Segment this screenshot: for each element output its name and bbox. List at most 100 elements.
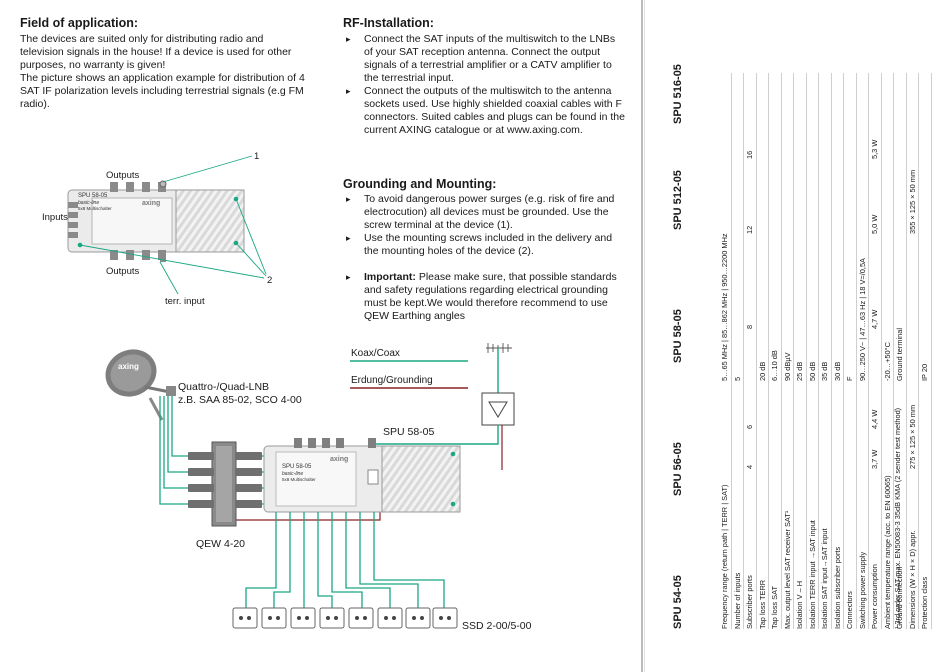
spec-row-model-value: 6 [745, 424, 754, 429]
lnb-label-line-1: Quattro-/Quad-LNB [178, 381, 270, 393]
grounding-list: To avoid dangerous power surges (e.g. ri… [343, 193, 625, 323]
spec-row-common-value: 6…10 dB [770, 350, 779, 381]
outputs-top-label: Outputs [106, 170, 140, 181]
spec-row-model-value: 4,7 W [870, 309, 879, 329]
spec-row-common-value: F [845, 376, 854, 381]
spec-row-label: Isolation TERR input →SAT input [807, 520, 817, 629]
spec-row-label: Subscriber ports [745, 575, 754, 629]
input-cables [236, 455, 266, 505]
device-label: SPU 58-05 [282, 464, 312, 470]
spec-row: Isolation SAT input→SAT input 35 dB [819, 73, 832, 629]
spec-row-label: Connectors [845, 591, 854, 629]
grounding-important: Important: Please make sure, that possib… [343, 271, 625, 323]
spec-footnote: ¹ 3rd order SAT max. EN50083-3 35dB KMA … [893, 407, 902, 629]
legend-coax-label: Koax/Coax [351, 348, 400, 359]
sockets-label: SSD 2-00/5-00 [462, 620, 532, 632]
spec-row: Subscriber ports 4 6 8 12 16 [744, 73, 757, 629]
spec-row: Frequency range (return path | TERR | SA… [719, 73, 732, 629]
device-photo-line: basic-line [78, 200, 100, 206]
spec-row-label: Number of inputs [732, 572, 742, 629]
spec-row-label: Isolation V – H [795, 580, 804, 629]
spec-row: Connectors F [844, 73, 857, 629]
antenna-sockets [232, 607, 458, 629]
antenna-socket-icon-4 [319, 607, 345, 629]
spec-row-model-value: 4 [745, 464, 754, 469]
spec-row-common-value: 90 dBµV [782, 352, 792, 381]
spec-row-label: Ambient temperature range (acc. to EN 60… [882, 475, 892, 629]
rf-installation-list: Connect the SAT inputs of the multiswitc… [343, 33, 625, 137]
spec-table: SPU 54-05 SPU 56-05 SPU 58-05 SPU 512-05… [664, 64, 932, 629]
dish-brand-logo: axing [118, 362, 139, 371]
field-of-application-title: Field of application: [20, 16, 139, 30]
multiswitch-label: SPU 58-05 [383, 426, 435, 438]
antenna-socket-icon-1 [232, 607, 258, 629]
antenna-socket-icon-3 [290, 607, 316, 629]
rf-installation-bullet-2: Connect the outputs of the multiswitch t… [343, 85, 625, 137]
spec-row-common-value: 50 dB [807, 361, 817, 381]
ground-angle-block [211, 441, 237, 527]
device-photo-subtitle: 5x8 Multischalter [78, 206, 112, 211]
output-cables [245, 512, 445, 608]
spec-row-model-value: 355 × 125 × 50 mm [907, 169, 917, 234]
spec-row-model-value: 5,3 W [870, 139, 879, 159]
device-callout-lines [79, 155, 267, 295]
spec-row-model-value: 16 [745, 150, 754, 159]
spec-row-model-value: 8 [745, 324, 754, 329]
antenna-socket-icon-5 [348, 607, 374, 629]
spec-row-label: Max. output level SAT receiver SAT¹ [782, 510, 792, 629]
antenna-socket-icon-2 [261, 607, 287, 629]
multiswitch-device-photo [67, 180, 245, 262]
antenna-socket-icon-6 [377, 607, 403, 629]
spec-row-common-value: 35 dB [820, 361, 829, 381]
spec-row-label: Dimensions (W × H × D) appr. [907, 530, 917, 629]
page-fold-shadow [644, 0, 645, 672]
terrestrial-amplifier-icon [481, 392, 515, 426]
spec-row-model-value: 3,7 W [870, 449, 879, 469]
grounding-bullet-2: Use the mounting screws included in the … [343, 232, 625, 258]
terr-input-label: terr. input [165, 296, 205, 307]
spec-row-model-value: 5,0 W [870, 214, 879, 234]
spec-row-common-value: 25 dB [795, 361, 804, 381]
important-label: Important: [364, 271, 416, 283]
rf-installation-title: RF-Installation: [343, 16, 434, 30]
spec-row: Isolation TERR input →SAT input 50 dB [806, 73, 819, 629]
antenna-socket-icon-7 [405, 607, 431, 629]
spec-row-common-value: Ground terminal [895, 328, 904, 381]
spec-row-model-value: 4,4 W [870, 409, 879, 429]
page-fold [641, 0, 643, 672]
spec-row-label: Tap loss TERR [757, 579, 767, 629]
model-header-5: SPU 516-05 [672, 64, 684, 124]
spec-row: Protection class IP 20 [919, 73, 932, 629]
field-of-application-paragraph-1: The devices are suited only for distribu… [20, 33, 292, 71]
device-brand-logo: axing [330, 456, 349, 463]
spec-row-label: Isolation subscriber ports [832, 546, 842, 629]
rf-installation-bullet-1: Connect the SAT inputs of the multiswitc… [343, 33, 625, 85]
device-photo-brand: axing [142, 200, 161, 207]
inputs-label: Inputs [42, 212, 68, 223]
input-connectors [188, 452, 262, 508]
callout-2-label: 2 [267, 275, 273, 286]
outputs-bottom-label: Outputs [106, 266, 140, 277]
model-header-3: SPU 58-05 [672, 309, 684, 363]
model-header-2: SPU 56-05 [672, 442, 684, 496]
spec-row-label: Protection class [920, 576, 929, 629]
spec-row: Isolation V – H 25 dB [794, 73, 807, 629]
lnb-label-line-2: z.B. SAA 85-02, SCO 4-00 [178, 394, 302, 406]
terrestrial-antenna-icon [486, 343, 512, 393]
spec-row-label: Isolation SAT input→SAT input [820, 528, 829, 629]
spec-row-common-value: IP 20 [920, 363, 929, 381]
spec-row-model-value: 12 [745, 225, 754, 234]
spec-row-label: Frequency range (return path | TERR | SA… [720, 484, 729, 629]
multiswitch-device [263, 438, 461, 513]
device-photo-label: SPU 58-05 [78, 193, 108, 199]
grounding-title: Grounding and Mounting: [343, 177, 497, 191]
grounding-bullet-1: To avoid dangerous power surges (e.g. ri… [343, 193, 625, 232]
spec-row-common-value: 5 [732, 376, 742, 381]
